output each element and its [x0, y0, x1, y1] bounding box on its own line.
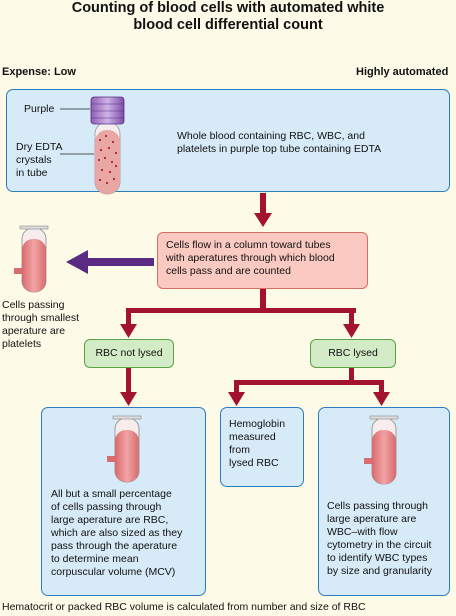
platelets-text: Cells passing through smallest aperature…: [2, 299, 79, 351]
hgb-line-2: measured: [229, 431, 276, 443]
edta-tube-icon: [90, 96, 125, 195]
rbc-line-6: to determine mean: [51, 553, 139, 565]
platelets-line-3: aperature are: [2, 325, 66, 337]
arrow-down-icon: [254, 193, 272, 227]
arrow-rbc-icon: [120, 368, 137, 406]
platelets-line-4: platelets: [2, 338, 42, 350]
rbc-not-lysed-box: RBC not lysed: [84, 339, 174, 368]
whole-blood-line-1: Whole blood containing RBC, WBC, and: [177, 130, 365, 142]
title-line-1: Counting of blood cells with automated w…: [71, 0, 385, 16]
platelet-tube-icon: [14, 225, 49, 293]
branch-arrows: [120, 289, 360, 338]
flow-line-3: cells pass and are counted: [166, 265, 291, 277]
hgb-line-4: lysed RBC: [229, 457, 279, 469]
rbc-line-4: which are also sized as they: [51, 527, 183, 539]
hgb-line-3: from: [229, 444, 250, 456]
platelets-line-1: Cells passing: [2, 299, 65, 311]
arrow-lysed-branch: [228, 368, 390, 406]
whole-blood-text: Whole blood containing RBC, WBC, and pla…: [177, 130, 447, 156]
rbc-line-7: corpuscular volume (MCV): [51, 566, 176, 578]
wbc-line-4: cytometry in the circuit: [327, 539, 432, 551]
footer-note: Hematocrit or packed RBC volume is calcu…: [2, 601, 366, 613]
rbc-count-text: All but a small percentage of cells pass…: [51, 488, 206, 579]
platelets-line-2: through smallest: [2, 312, 80, 324]
automation-label: Highly automated: [356, 66, 449, 78]
wbc-line-2: large aperature are: [327, 513, 417, 525]
rbc-line-3: large aperature are RBC,: [51, 514, 169, 526]
hemoglobin-box: Hemoglobin measured from lysed RBC: [220, 407, 304, 487]
title-line-2: blood cell differential count: [133, 17, 323, 33]
arrow-left-icon: [66, 250, 154, 274]
rbc-line-5: pass through the aperature: [51, 540, 178, 552]
wbc-line-5: to identify WBC types: [327, 552, 428, 564]
expense-label: Expense: Low: [2, 66, 76, 78]
dry-edta-label: Dry EDTA crystals in tube: [16, 141, 62, 180]
rbc-lysed-box: RBC lysed: [310, 339, 396, 368]
cell-flow-box: Cells flow in a column toward tubes with…: [157, 232, 368, 289]
wbc-line-1: Cells passing through: [327, 500, 428, 512]
rbc-line-2: of cells passing through: [51, 501, 162, 513]
flow-line-1: Cells flow in a column toward tubes: [166, 239, 331, 251]
dry-edta-line-2: crystals: [16, 154, 52, 166]
purple-label: Purple: [24, 103, 55, 115]
whole-blood-box: Whole blood containing RBC, WBC, and pla…: [6, 89, 450, 192]
wbc-line-3: WBC–with flow: [327, 526, 398, 538]
page-title: Counting of blood cells with automated w…: [0, 0, 456, 34]
whole-blood-line-2: platelets in purple top tube containing …: [177, 143, 382, 155]
wbc-tube-icon: [364, 415, 399, 485]
rbc-count-box: All but a small percentage of cells pass…: [41, 407, 206, 596]
dry-edta-line-1: Dry EDTA: [16, 141, 63, 153]
dry-edta-line-3: in tube: [16, 167, 48, 179]
hgb-line-1: Hemoglobin: [229, 418, 286, 430]
flow-line-2: with aperatures through which blood: [166, 252, 335, 264]
rbc-line-1: All but a small percentage: [51, 488, 172, 500]
rbc-tube-icon: [107, 415, 142, 483]
wbc-count-text: Cells passing through large aperature ar…: [327, 500, 451, 578]
wbc-line-6: by size and granularity: [327, 565, 433, 577]
